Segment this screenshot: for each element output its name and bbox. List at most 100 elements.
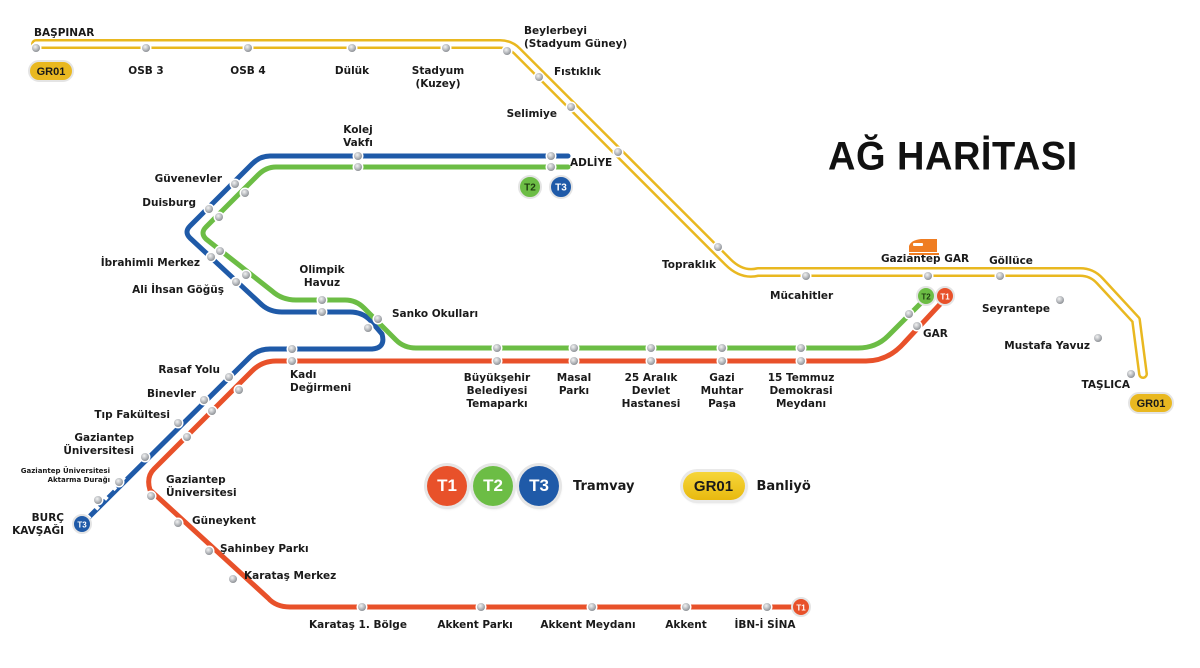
- station-marker[interactable]: [115, 478, 123, 486]
- station-marker[interactable]: [570, 344, 578, 352]
- station-marker[interactable]: [354, 163, 362, 171]
- station-label: OSB 3: [128, 65, 163, 77]
- station-marker[interactable]: [200, 396, 208, 404]
- station-marker[interactable]: [547, 163, 555, 171]
- station-marker[interactable]: [174, 419, 182, 427]
- station-marker[interactable]: [477, 603, 485, 611]
- station-marker[interactable]: [996, 272, 1004, 280]
- station-label: TAŞLICA: [1082, 379, 1131, 391]
- station-marker[interactable]: [318, 308, 326, 316]
- station-marker[interactable]: [1056, 296, 1064, 304]
- legend-badge-t2: T2: [473, 466, 513, 506]
- station-marker[interactable]: [1127, 370, 1135, 378]
- station-marker[interactable]: [763, 603, 771, 611]
- station-label: OSB 4: [230, 65, 265, 77]
- station-label: Seyrantepe: [982, 303, 1050, 315]
- svg-text:T2: T2: [921, 293, 931, 302]
- station-marker[interactable]: [142, 44, 150, 52]
- station-label: Mustafa Yavuz: [1004, 340, 1090, 352]
- station-marker[interactable]: [567, 103, 575, 111]
- station-marker[interactable]: [232, 278, 240, 286]
- station-marker[interactable]: [493, 357, 501, 365]
- station-marker[interactable]: [718, 344, 726, 352]
- station-marker[interactable]: [714, 243, 722, 251]
- station-marker[interactable]: [358, 603, 366, 611]
- station-marker[interactable]: [364, 324, 372, 332]
- station-marker[interactable]: [216, 247, 224, 255]
- station-label: Sanko Okulları: [392, 308, 478, 320]
- line-badge-t3: [549, 175, 573, 199]
- station-marker[interactable]: [215, 213, 223, 221]
- station-label: Göllüce: [989, 255, 1033, 267]
- station-marker[interactable]: [547, 152, 555, 160]
- station-marker[interactable]: [718, 357, 726, 365]
- station-marker[interactable]: [229, 575, 237, 583]
- station-marker[interactable]: [241, 189, 249, 197]
- legend-badge-gr01: GR01: [682, 472, 745, 500]
- station-marker[interactable]: [442, 44, 450, 52]
- station-label: ADLİYE: [570, 155, 612, 169]
- station-marker[interactable]: [174, 519, 182, 527]
- station-marker[interactable]: [348, 44, 356, 52]
- station-marker[interactable]: [244, 44, 252, 52]
- station-marker[interactable]: [802, 272, 810, 280]
- station-marker[interactable]: [235, 386, 243, 394]
- station-marker[interactable]: [147, 492, 155, 500]
- svg-text:GR01: GR01: [37, 66, 66, 78]
- station-marker[interactable]: [208, 407, 216, 415]
- station-marker[interactable]: [231, 180, 239, 188]
- station-label: Güneykent: [192, 515, 256, 527]
- station-marker[interactable]: [288, 345, 296, 353]
- station-marker[interactable]: [797, 357, 805, 365]
- station-marker[interactable]: [141, 453, 149, 461]
- station-marker[interactable]: [94, 496, 102, 504]
- line-badge-t2: [518, 175, 542, 199]
- station-marker[interactable]: [503, 47, 511, 55]
- station-marker[interactable]: [318, 296, 326, 304]
- station-marker[interactable]: [614, 148, 622, 156]
- station-marker[interactable]: [1094, 334, 1102, 342]
- station-marker[interactable]: [588, 603, 596, 611]
- station-marker[interactable]: [205, 547, 213, 555]
- station-marker[interactable]: [354, 152, 362, 160]
- station-marker[interactable]: [797, 344, 805, 352]
- station-marker[interactable]: [207, 253, 215, 261]
- station-label: Duisburg: [142, 197, 196, 209]
- station-marker[interactable]: [647, 344, 655, 352]
- station-marker[interactable]: [570, 357, 578, 365]
- station-marker[interactable]: [225, 373, 233, 381]
- station-label: Topraklık: [662, 259, 717, 271]
- station-marker[interactable]: [493, 344, 501, 352]
- station-label: Ali İhsan Göğüş: [132, 282, 224, 296]
- station-marker[interactable]: [205, 205, 213, 213]
- legend: T1 T2 T3 Tramvay GR01 Banliyö: [427, 466, 811, 506]
- station-marker[interactable]: [374, 315, 382, 323]
- station-label: Selimiye: [507, 108, 557, 120]
- station-label: Dülük: [335, 65, 370, 77]
- station-marker[interactable]: [242, 271, 250, 279]
- station-marker[interactable]: [913, 322, 921, 330]
- station-marker[interactable]: [535, 73, 543, 81]
- station-label: Stadyum(Kuzey): [412, 65, 465, 90]
- station-marker[interactable]: [183, 433, 191, 441]
- station-marker[interactable]: [32, 44, 40, 52]
- svg-text:T3: T3: [555, 183, 567, 194]
- station-marker[interactable]: [924, 272, 932, 280]
- station-marker[interactable]: [682, 603, 690, 611]
- station-marker[interactable]: [647, 357, 655, 365]
- station-label: İbrahimli Merkez: [101, 255, 200, 269]
- legend-suburban-label: Banliyö: [756, 478, 811, 494]
- station-marker[interactable]: [288, 357, 296, 365]
- station-marker[interactable]: [905, 310, 913, 318]
- line-badge-t1: [791, 597, 811, 617]
- station-label: Şahinbey Parkı: [220, 543, 309, 555]
